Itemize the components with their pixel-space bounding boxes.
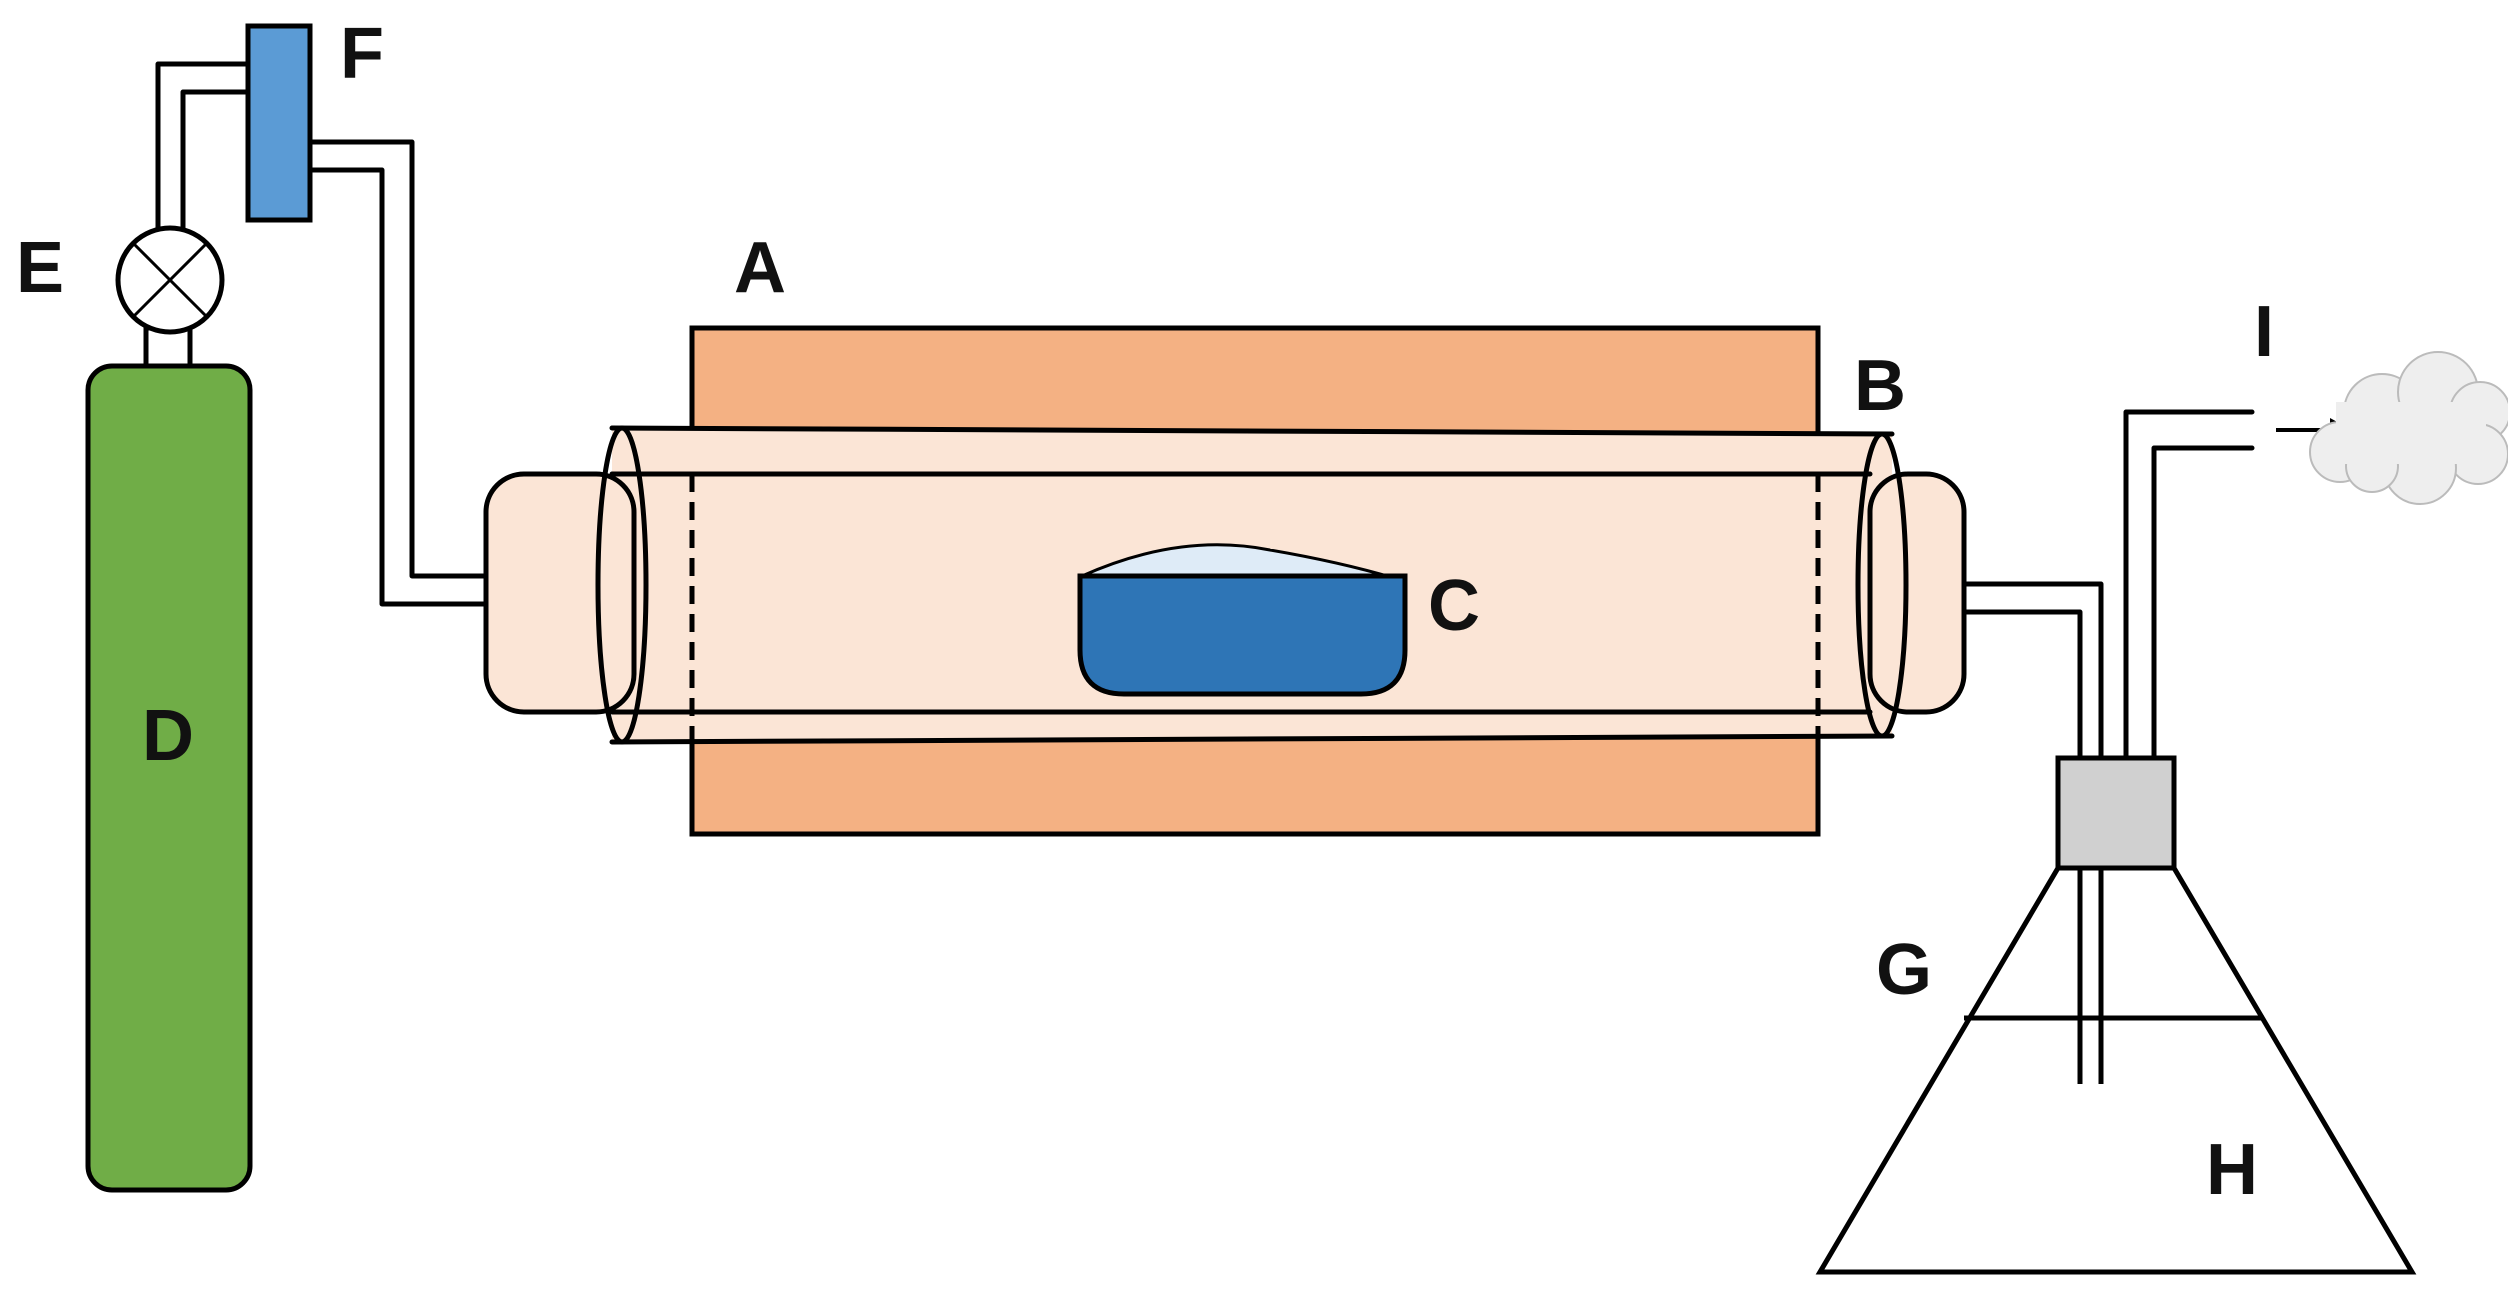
label-h: H [2206, 1130, 2258, 1210]
label-gas-cylinder: D [142, 696, 194, 776]
gas-line-cylinder-to-flowmeter [155, 61, 251, 231]
flowmeter [245, 23, 313, 223]
label-valve: E [16, 228, 64, 308]
label-g: G [1876, 930, 1932, 1010]
valve-icon [115, 225, 225, 335]
label-furnace: A [734, 228, 786, 308]
exhaust-cloud-icon [2309, 351, 2508, 505]
label-sample-boat: C [1428, 566, 1480, 646]
label-exhaust: I [2254, 292, 2274, 372]
collection-flask [1815, 755, 2417, 1275]
label-flowmeter: F [340, 14, 384, 94]
gas-line-flowmeter-to-tube [307, 139, 491, 607]
label-tube: B [1854, 346, 1906, 426]
exhaust-line [2123, 409, 2255, 761]
gas-cylinder [85, 325, 253, 1193]
sample-boat [1077, 543, 1408, 697]
flask-stopper [2055, 755, 2177, 871]
